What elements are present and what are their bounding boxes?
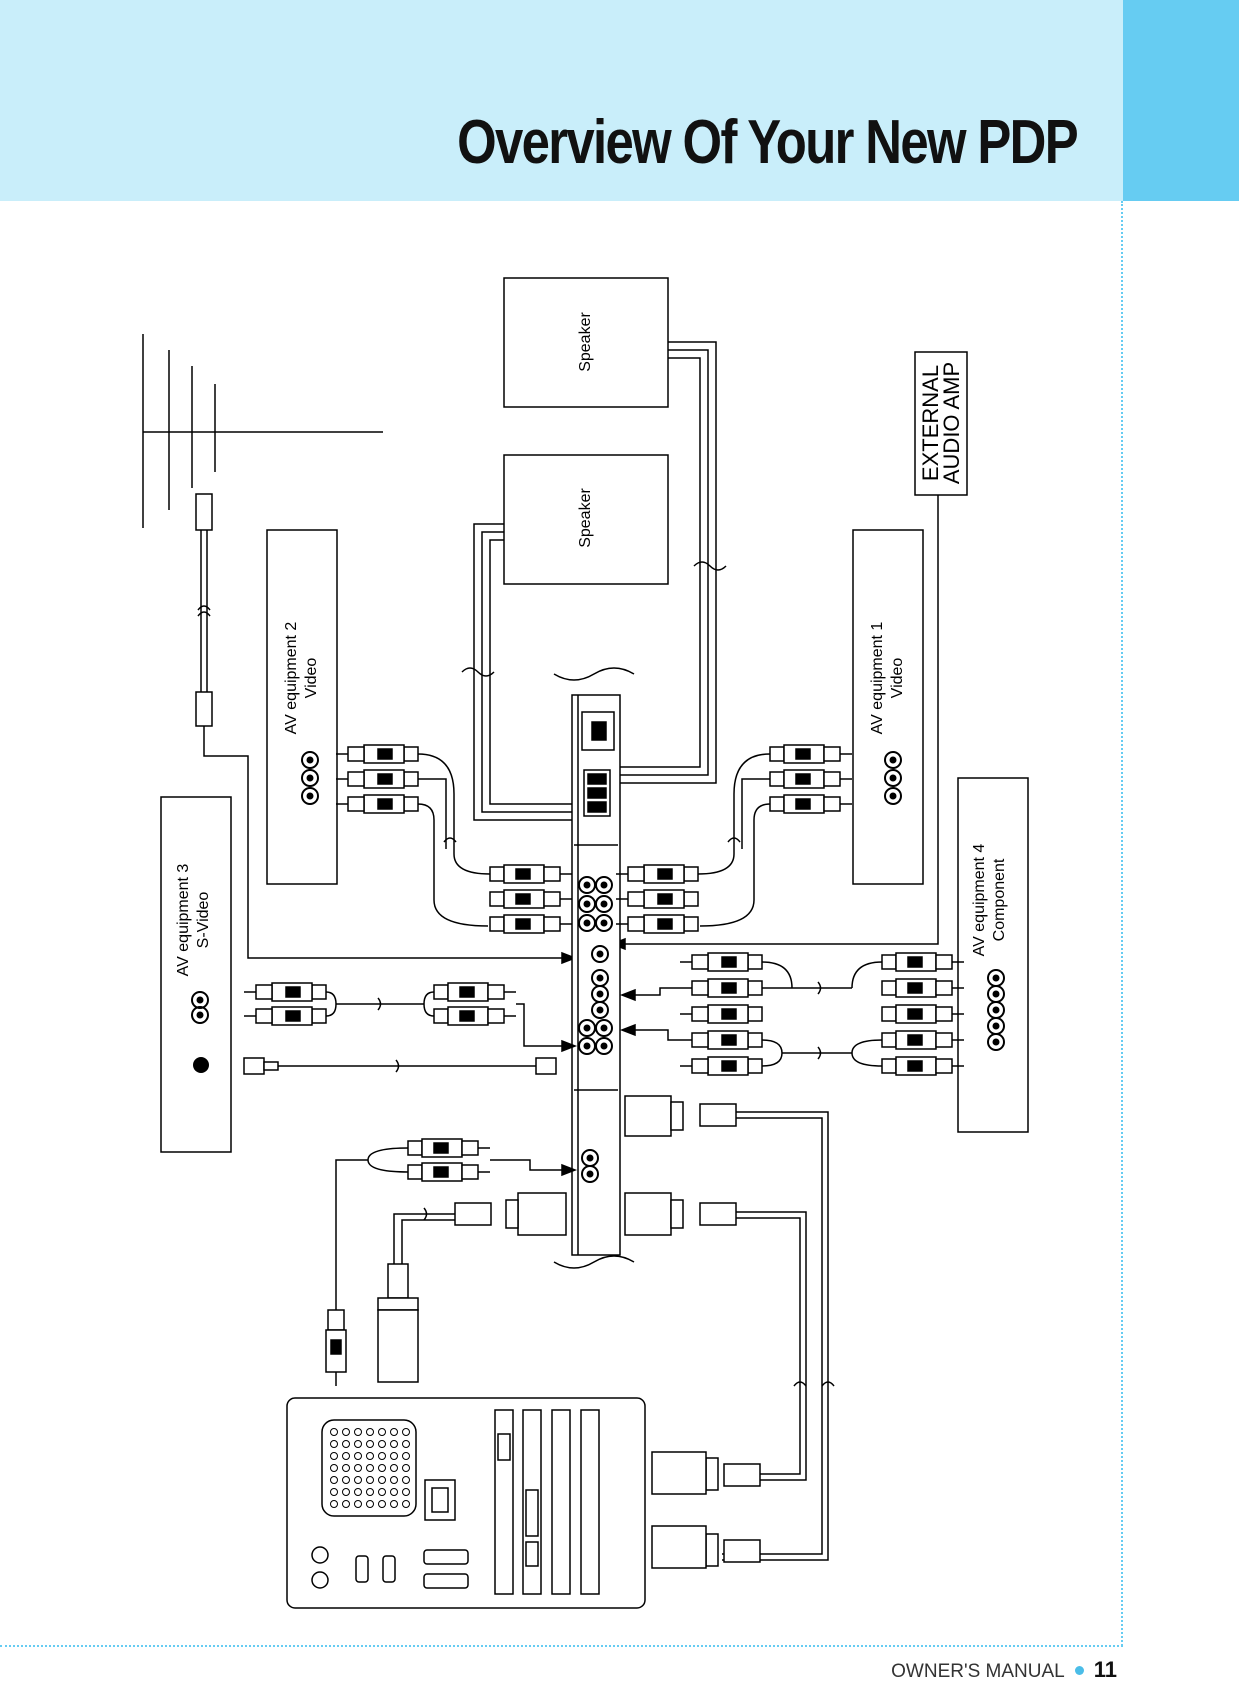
svideo-jack-icon: [193, 1057, 209, 1073]
speaker-box-top: Speaker: [503, 277, 669, 408]
antenna-graphic: [142, 334, 578, 965]
av-equipment-1-box: AV equipment 1 Video: [852, 529, 924, 885]
header-band: [0, 0, 1123, 201]
pc-cables: [325, 1095, 835, 1569]
av2-cables: [335, 744, 573, 934]
av-equipment-2-box: AV equipment 2 Video: [266, 529, 338, 885]
av1-label-line1: AV equipment 1: [869, 622, 886, 735]
speaker-label-top: Speaker: [577, 312, 594, 372]
av2-label-line1: AV equipment 2: [283, 622, 300, 735]
speaker-box-bottom: Speaker: [503, 454, 669, 585]
amp-label-line1: EXTERNAL: [918, 365, 943, 481]
speaker-wires: [461, 341, 727, 821]
footer-label: OWNER'S MANUAL: [891, 1661, 1065, 1682]
computer-graphic: [286, 1397, 646, 1609]
av3-label-line1: AV equipment 3: [175, 864, 192, 977]
external-audio-amp-box: EXTERNAL AUDIO AMP: [914, 351, 968, 496]
av1-cables: [615, 744, 853, 934]
footer-dot-icon: [1074, 1666, 1084, 1676]
av1-label-line2: Video: [889, 658, 906, 699]
right-dotted-rule: [1121, 201, 1123, 1646]
page-title: Overview Of Your New PDP: [457, 108, 1079, 177]
av-equipment-4-box: AV equipment 4 Component: [957, 777, 1029, 1133]
header-tab: [1123, 0, 1239, 201]
av4-label-line2: Component: [991, 858, 1008, 941]
page-footer: OWNER'S MANUAL 11: [891, 1657, 1117, 1683]
av3-cables: [243, 982, 578, 1075]
av3-label-line2: S-Video: [195, 892, 212, 949]
av-equipment-3-box: AV equipment 3 S-Video: [160, 796, 232, 1153]
pdp-rear-panel: [553, 667, 635, 1269]
bottom-dotted-rule: [0, 1645, 1123, 1647]
av4-cables: [619, 952, 965, 1076]
speaker-label-bottom: Speaker: [577, 488, 594, 548]
av2-label-line2: Video: [303, 658, 320, 699]
page-number: 11: [1093, 1657, 1117, 1682]
amp-label-line2: AUDIO AMP: [939, 362, 964, 484]
av4-label-line1: AV equipment 4: [971, 844, 988, 957]
